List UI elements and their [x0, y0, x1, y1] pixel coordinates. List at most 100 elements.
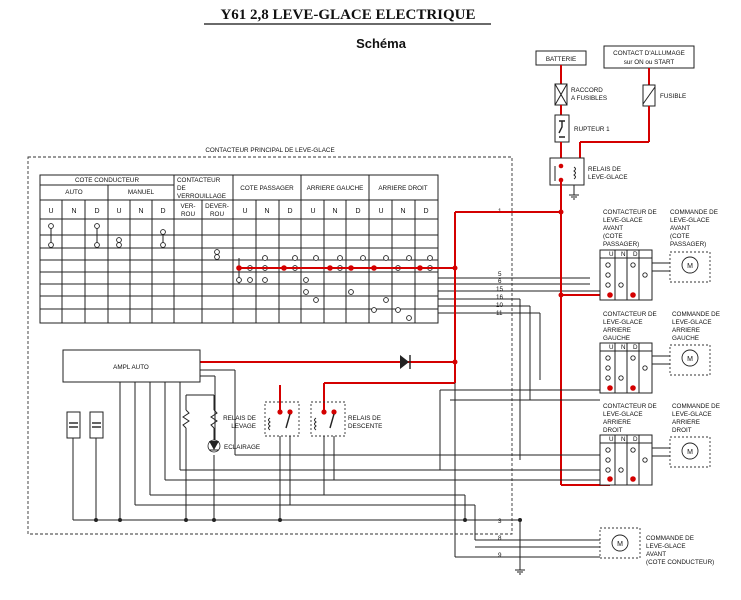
svg-text:N: N — [621, 436, 626, 443]
wire-number-labels: 1 5 6 15 16 10 11 3 8 9 — [496, 208, 504, 559]
lower-relay-label-1: RELAIS DE — [348, 415, 381, 422]
lock-header-3: VERROUILLAGE — [177, 193, 226, 200]
passenger-motor-icon — [681, 256, 699, 274]
svg-text:10: 10 — [496, 302, 504, 309]
rear-right-command-label-1: COMMANDE DE — [672, 403, 720, 410]
rear-left-motor-icon — [681, 349, 699, 367]
passenger-switch-label-5: PASSAGER) — [603, 241, 639, 248]
svg-text:D: D — [94, 208, 99, 215]
svg-text:D: D — [355, 208, 360, 215]
amp-auto-box — [62, 349, 201, 383]
rear-right-switch-label-1: CONTACTEUR DE — [603, 403, 657, 410]
svg-text:N: N — [400, 208, 405, 215]
ignition-label-1: CONTACT D'ALLUMAGE — [613, 50, 685, 57]
switch-position-labels: U N D U N D U N D U N D U N D — [48, 208, 428, 215]
rear-left-switch-label-4: GAUCHE — [603, 335, 630, 342]
svg-text:N: N — [332, 208, 337, 215]
driver-command-label-4: (COTE CONDUCTEUR) — [646, 559, 714, 566]
highlighted-circuit — [200, 188, 611, 486]
svg-text:8: 8 — [498, 535, 502, 542]
fuse-label: FUSIBLE — [660, 93, 686, 100]
power-relay-label-2: LEVE-GLACE — [588, 174, 628, 181]
ignition-label-2: sur ON ou START — [624, 59, 675, 66]
svg-text:M: M — [687, 356, 693, 363]
passenger-switch-label-3: AVANT — [603, 225, 623, 232]
svg-text:15: 15 — [496, 286, 504, 293]
rear-left-switch-label-1: CONTACTEUR DE — [603, 311, 657, 318]
lock-header-2: DE — [177, 185, 186, 192]
manual-header: MANUEL — [128, 189, 155, 196]
rear-right-command-label-2: LEVE-GLACE — [672, 411, 712, 418]
svg-text:M: M — [687, 263, 693, 270]
switch-table-headers: COTE CONDUCTEUR AUTO MANUEL CONTACTEUR D… — [65, 177, 428, 218]
svg-text:U: U — [242, 208, 247, 215]
rear-right-switch-label-2: LEVE-GLACE — [603, 411, 643, 418]
diagram-subtitle: Schéma — [356, 36, 407, 51]
passenger-command-label-5: PASSAGER) — [670, 241, 706, 248]
switch-table-lines — [40, 175, 438, 323]
rear-left-command-label-4: GAUCHE — [672, 335, 699, 342]
passenger-switch-label-4: (COTE — [603, 233, 623, 240]
svg-text:D: D — [423, 208, 428, 215]
svg-text:U: U — [48, 208, 53, 215]
svg-text:D: D — [633, 436, 638, 443]
svg-text:D: D — [633, 251, 638, 258]
svg-text:11: 11 — [496, 310, 503, 317]
lower-relay-box — [310, 401, 346, 437]
passenger-switch-label-1: CONTACTEUR DE — [603, 209, 657, 216]
passenger-command-label-1: COMMANDE DE — [670, 209, 718, 216]
main-switch-output-wires — [438, 277, 600, 460]
svg-text:N: N — [71, 208, 76, 215]
verrou-header-1: VER- — [180, 203, 195, 210]
switch-connection-points — [48, 223, 433, 321]
rear-right-command-label-3: ARRIERE — [672, 419, 700, 426]
svg-text:U: U — [116, 208, 121, 215]
rear-right-switch-label-3: ARRIERE — [603, 419, 631, 426]
svg-text:N: N — [621, 251, 626, 258]
passenger-header: COTE PASSAGER — [240, 185, 294, 192]
door-switch-passenger: CONTACTEUR DE LEVE-GLACE AVANT (COTE PAS… — [599, 209, 718, 301]
rear-left-command-label-3: ARRIERE — [672, 327, 700, 334]
door-switch-rear-right: CONTACTEUR DE LEVE-GLACE ARRIERE DROIT U… — [599, 403, 720, 486]
svg-text:U: U — [310, 208, 315, 215]
breaker-label: RUPTEUR 1 — [574, 126, 610, 133]
rear-right-motor-icon — [681, 442, 699, 460]
svg-text:N: N — [264, 208, 269, 215]
battery-label: BATTERIE — [546, 56, 576, 63]
amp-auto-wires — [119, 369, 236, 520]
rear-left-switch-label-3: ARRIERE — [603, 327, 631, 334]
svg-text:U: U — [609, 436, 614, 443]
power-relay-label-1: RELAIS DE — [588, 166, 621, 173]
svg-text:16: 16 — [496, 294, 504, 301]
svg-text:M: M — [617, 541, 623, 548]
svg-text:N: N — [138, 208, 143, 215]
power-relay-box — [549, 157, 585, 186]
main-switch-outline — [27, 156, 513, 535]
svg-text:3: 3 — [498, 518, 502, 525]
lift-relay-label-1: RELAIS DE — [223, 415, 256, 422]
resistors — [182, 394, 218, 520]
passenger-command-label-4: (COTE — [670, 233, 690, 240]
passenger-switch-label-2: LEVE-GLACE — [603, 217, 643, 224]
driver-command-label-3: AVANT — [646, 551, 666, 558]
svg-text:U: U — [609, 251, 614, 258]
diagram-title: Y61 2,8 LEVE-GLACE ELECTRIQUE — [220, 7, 475, 23]
passenger-command-label-3: AVANT — [670, 225, 690, 232]
lock-header-1: CONTACTEUR — [177, 177, 221, 184]
svg-text:M: M — [687, 449, 693, 456]
wire-junctions — [94, 518, 522, 522]
rear-right-switch-label-4: DROIT — [603, 427, 623, 434]
rear-left-command-label-2: LEVE-GLACE — [672, 319, 712, 326]
lift-relay-box — [264, 401, 300, 437]
left-connectors — [66, 411, 104, 520]
deverrou-header-1: DEVER- — [205, 203, 229, 210]
rear-right-command-label-4: DROIT — [672, 427, 692, 434]
fuse-link-label-1: RACCORD — [571, 87, 603, 94]
svg-text:D: D — [287, 208, 292, 215]
main-switch-title: CONTACTEUR PRINCIPAL DE LEVE-GLACE — [205, 147, 334, 154]
rear-left-header: ARRIERE GAUCHE — [307, 185, 364, 192]
auto-header: AUTO — [65, 189, 82, 196]
door-switch-rear-left: CONTACTEUR DE LEVE-GLACE ARRIERE GAUCHE … — [599, 311, 720, 394]
driver-command-label-1: COMMANDE DE — [646, 535, 694, 542]
